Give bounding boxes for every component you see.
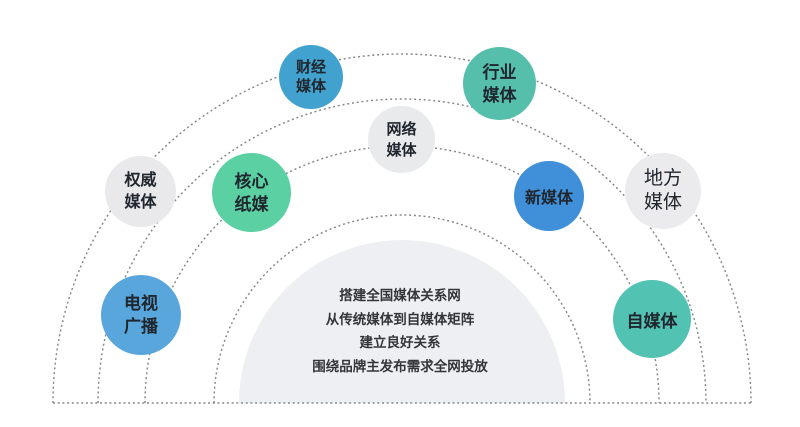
orbit-arc-4 <box>52 53 752 404</box>
node-label: 新媒体 <box>524 190 573 207</box>
node-dianshi-guangbo: 电视广播 <box>101 275 181 355</box>
node-wangluo-media: 网络媒体 <box>368 106 435 173</box>
node-label: 核心 <box>234 171 269 191</box>
goal-line-4: 围绕品牌主发布需求全网投放 <box>312 358 488 374</box>
node-label: 媒体 <box>124 193 157 211</box>
node-label: 媒体 <box>482 85 517 105</box>
node-label: 网络 <box>386 120 417 138</box>
node-label: 媒体 <box>295 78 326 95</box>
orbit-arc-1 <box>213 214 591 404</box>
node-hangye-media: 行业媒体 <box>463 47 536 120</box>
node-label: 行业 <box>482 62 517 82</box>
node-label: 自媒体 <box>626 311 678 331</box>
goal-line-1: 搭建全国媒体关系网 <box>339 288 461 303</box>
node-zi-media: 自媒体 <box>613 280 691 358</box>
center-dome <box>239 240 565 403</box>
node-label: 媒体 <box>643 192 682 213</box>
goal-line-3: 建立良好关系 <box>359 335 441 350</box>
goal-line-2: 从传统媒体到自媒体矩阵 <box>325 311 475 327</box>
node-label: 权威 <box>124 171 157 189</box>
node-label: 电视 <box>124 294 158 313</box>
node-difang-media: 地方媒体 <box>625 153 701 229</box>
node-label: 纸媒 <box>234 194 269 214</box>
node-label: 广播 <box>124 317 158 336</box>
node-label: 地方 <box>643 168 682 189</box>
node-xin-media: 新媒体 <box>514 161 584 231</box>
node-label: 财经 <box>295 59 326 76</box>
center-goal-text: 搭建全国媒体关系网 从传统媒体到自媒体矩阵 建立良好关系 围绕品牌主发布需求全网… <box>0 284 800 378</box>
node-caijing-media: 财经媒体 <box>279 45 343 109</box>
orbit-arc-3 <box>97 98 707 404</box>
node-quanwei-media: 权威媒体 <box>105 156 176 227</box>
node-hexin-zhimei: 核心纸媒 <box>212 153 291 232</box>
node-label: 媒体 <box>386 141 417 159</box>
